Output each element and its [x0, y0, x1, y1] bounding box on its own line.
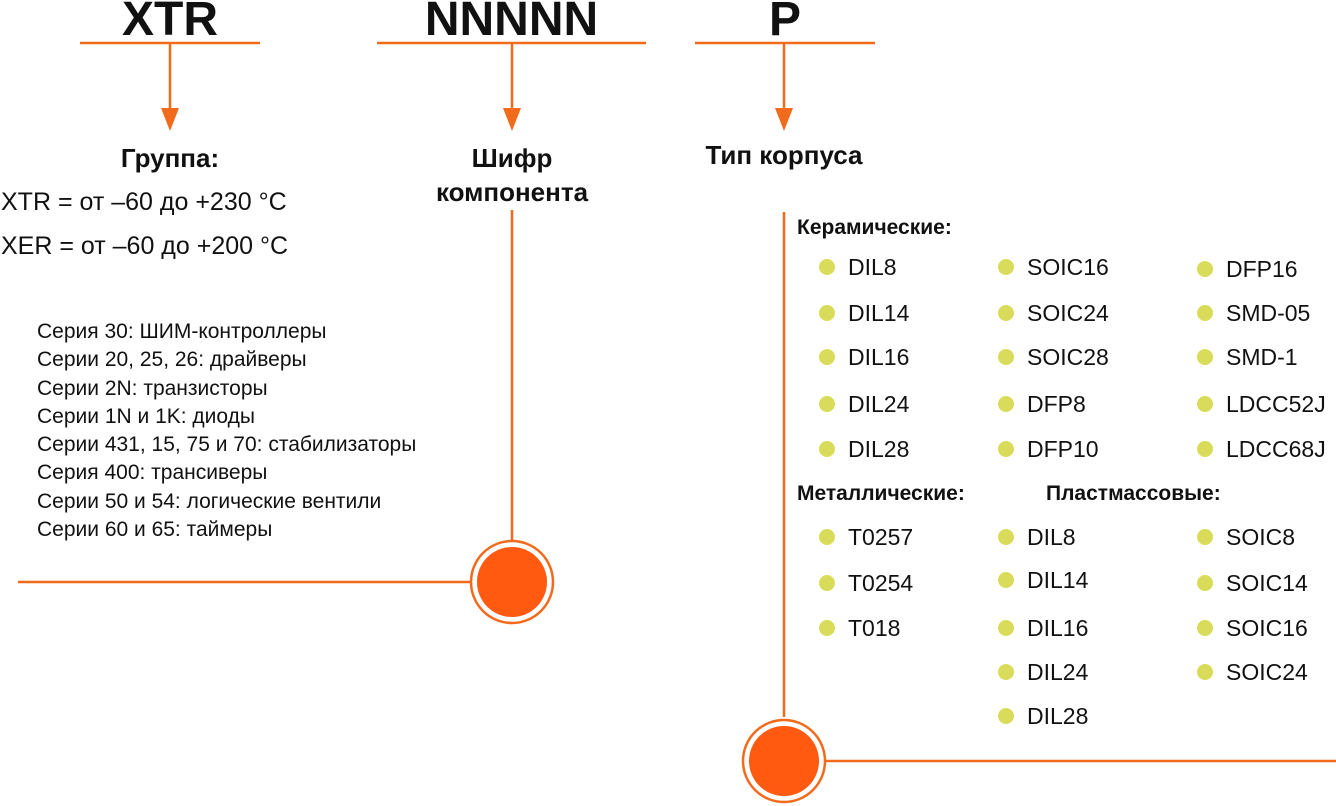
bullet-icon — [998, 305, 1014, 321]
series-item: Серии 20, 25, 26: драйверы — [37, 348, 307, 372]
bullet-icon — [819, 529, 835, 545]
package-item: DIL24 — [819, 391, 909, 417]
series-item: Серии 2N: транзисторы — [37, 376, 268, 400]
group-code: XTR — [122, 0, 218, 46]
bullet-icon — [819, 620, 835, 636]
bullet-icon — [1197, 620, 1213, 636]
bullet-icon — [998, 441, 1014, 457]
series-item: Серия 400: трансиверы — [37, 461, 268, 485]
series-item: Серии 1N и 1K: диоды — [37, 404, 255, 428]
series-item: Серии 60 и 65: таймеры — [37, 518, 273, 542]
package-item: DIL16 — [998, 615, 1088, 641]
bullet-icon — [819, 441, 835, 457]
component-title: Шифр компонента — [412, 141, 612, 209]
series-item: Серия 30: ШИМ-контроллеры — [37, 320, 327, 343]
package-item: DIL8 — [819, 254, 897, 280]
package-item: DIL24 — [998, 659, 1088, 685]
package-item: DIL8 — [998, 524, 1076, 550]
package-item: T0254 — [819, 570, 913, 596]
component-arrowhead — [503, 108, 521, 131]
package-node — [741, 718, 827, 804]
group-title: Группа: — [120, 143, 220, 173]
bullet-icon — [1197, 575, 1213, 591]
bullet-icon — [998, 349, 1014, 365]
component-title-line1: Шифр — [471, 143, 553, 173]
bullet-icon — [998, 529, 1014, 545]
series-item: Серии 50 и 54: логические вентили — [37, 489, 382, 513]
range-xer: XER = от –60 до +200 °C — [1, 232, 289, 260]
package-arrowhead — [775, 108, 793, 131]
package-item: SOIC16 — [998, 254, 1109, 280]
component-code: NNNNN — [424, 0, 599, 46]
bullet-icon — [998, 572, 1014, 588]
bullet-icon — [1197, 664, 1213, 680]
package-item: SOIC14 — [1197, 570, 1308, 596]
ceramic-label: Керамические: — [797, 216, 952, 239]
package-item: LDCC68J — [1197, 436, 1326, 462]
series-list: Серия 30: ШИМ-контроллеры Серии 20, 25, … — [37, 318, 416, 544]
bullet-icon — [998, 396, 1014, 412]
bullet-icon — [819, 305, 835, 321]
package-item: T018 — [819, 615, 900, 641]
bullet-icon — [1197, 441, 1213, 457]
bullet-icon — [1197, 349, 1213, 365]
package-item: SOIC24 — [998, 300, 1109, 326]
plastic-label: Пластмассовые: — [1046, 482, 1221, 505]
package-item: T0257 — [819, 524, 913, 550]
package-item: SOIC16 — [1197, 615, 1308, 641]
bullet-icon — [1197, 529, 1213, 545]
range-xtr: XTR = от –60 до +230 °C — [1, 188, 287, 216]
package-item: SMD-1 — [1197, 344, 1298, 370]
bullet-icon — [998, 620, 1014, 636]
package-title: Тип корпуса — [705, 140, 863, 170]
package-item: DFP16 — [1197, 256, 1298, 282]
series-item: Серии 431, 15, 75 и 70: стабилизаторы — [37, 433, 417, 457]
package-code: P — [768, 0, 801, 46]
bullet-icon — [998, 259, 1014, 275]
package-item: DIL16 — [819, 344, 909, 370]
package-item: SOIC8 — [1197, 524, 1295, 550]
bullet-icon — [1197, 396, 1213, 412]
package-item: DIL14 — [819, 300, 909, 326]
package-item: LDCC52J — [1197, 391, 1326, 417]
package-item: DFP10 — [998, 436, 1099, 462]
component-title-line2: компонента — [435, 177, 589, 207]
bullet-icon — [998, 708, 1014, 724]
package-item: DIL28 — [998, 703, 1088, 729]
package-item: DFP8 — [998, 391, 1086, 417]
package-item: SOIC28 — [998, 344, 1109, 370]
bullet-icon — [1197, 305, 1213, 321]
package-item: SMD-05 — [1197, 300, 1310, 326]
package-item: SOIC24 — [1197, 659, 1308, 685]
bullet-icon — [819, 259, 835, 275]
bullet-icon — [998, 664, 1014, 680]
bullet-icon — [819, 575, 835, 591]
bullet-icon — [1197, 261, 1213, 277]
package-item: DIL28 — [819, 436, 909, 462]
component-node — [469, 539, 555, 625]
metal-label: Металлические: — [797, 482, 965, 505]
bullet-icon — [819, 396, 835, 412]
bullet-icon — [819, 349, 835, 365]
package-item: DIL14 — [998, 567, 1088, 593]
group-arrowhead — [161, 108, 179, 131]
